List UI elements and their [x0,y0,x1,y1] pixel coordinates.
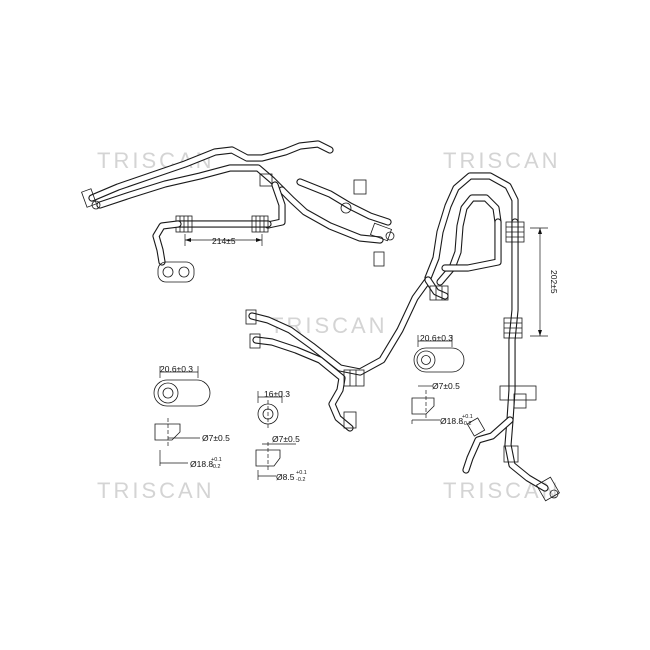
hose-assembly-right [424,172,560,502]
seal-middle-tol-upper: +0.1 [296,470,307,476]
seal-right-tol-upper: +0.1 [462,414,473,420]
seal-left-tol-upper: +0.1 [211,457,222,463]
seal-left-diameter-label: Ø18.8 [190,459,213,469]
seal-middle-tol-lower: -0.2 [296,477,305,483]
seal-right-drawing [411,335,465,424]
seal-middle-width-label: 16±0.3 [264,389,290,399]
hose-assembly-upper-left [81,140,395,283]
seal-left-width-label: 20.6±0.3 [160,364,193,374]
seal-left-drawing [153,366,211,466]
seal-right-tol-lower: -0.2 [462,421,471,427]
seal-left-bore-label: Ø7±0.5 [202,433,230,443]
seal-right-diameter-label: Ø18.8 [440,416,463,426]
seal-right-width-label: 20.6±0.3 [420,333,453,343]
seal-right-bore-label: Ø7±0.5 [432,381,460,391]
dimension-202: 202±5 [549,270,559,294]
seal-left-tol-lower: -0.2 [211,464,220,470]
dimension-214: 214±5 [212,236,236,246]
seal-middle-bore-label: Ø7±0.5 [272,434,300,444]
seal-middle-diameter-label: Ø8.5 [276,472,295,482]
seal-middle-drawing [255,391,296,480]
hose-assembly-center [245,276,449,432]
